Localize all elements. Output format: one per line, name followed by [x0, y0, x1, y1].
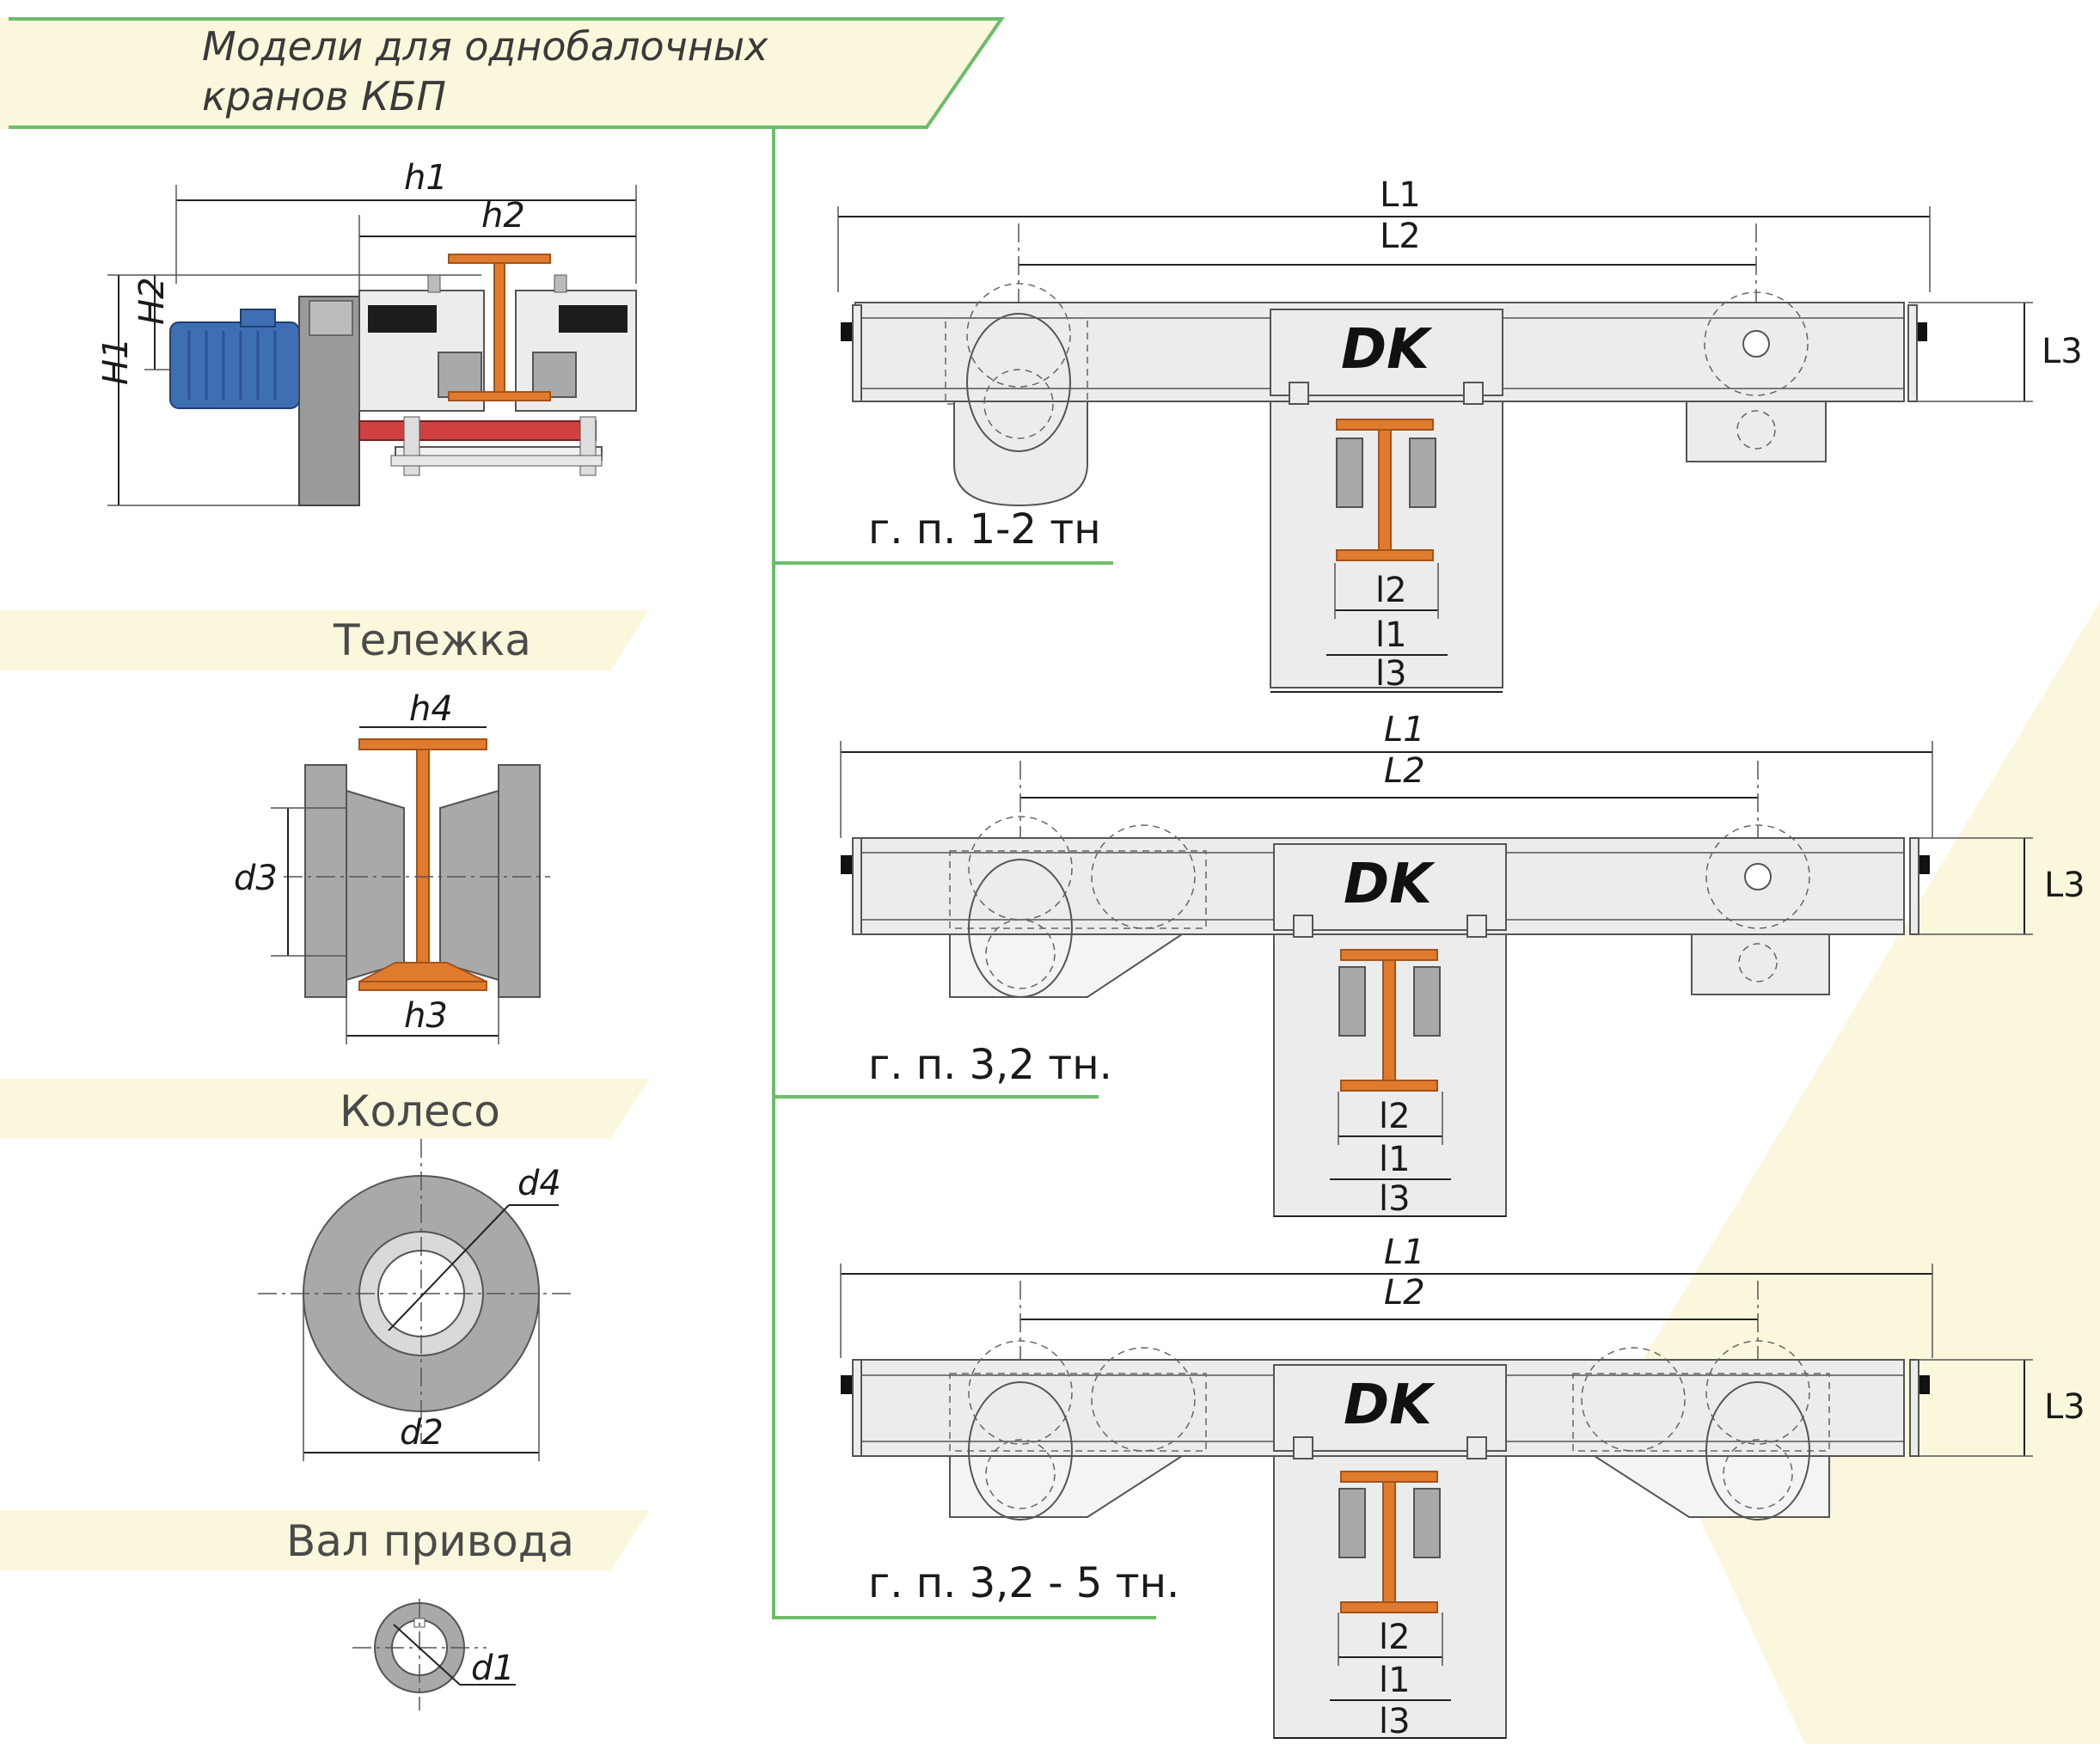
section-title-shaft: Вал привода — [286, 1516, 574, 1566]
wheel-front-view: d4 d2 — [258, 1139, 576, 1461]
v3-dim-l1: l1 — [1379, 1661, 1411, 1700]
dim-label-d4: d4 — [517, 1164, 561, 1203]
v2-logo: DK — [1344, 853, 1436, 916]
v1-dim-L1: L1 — [1380, 175, 1421, 215]
trolley-side-view: h1 h2 H1 H2 — [96, 158, 637, 506]
v2-dim-l3: l3 — [1379, 1179, 1411, 1219]
v2-dim-L3: L3 — [2044, 866, 2085, 905]
v3-dim-L1: L1 — [1384, 1233, 1425, 1272]
v3-dim-l2: l2 — [1379, 1618, 1411, 1657]
v2-dim-l1: l1 — [1379, 1140, 1411, 1179]
v3-caption: г. п. 3,2 - 5 тн. — [868, 1559, 1179, 1607]
end-carriage-variant-2: L1 L2 DK L3 — [840, 710, 2085, 1219]
section-title-trolley: Тележка — [333, 615, 531, 665]
section-band-shaft — [0, 1510, 649, 1570]
end-carriage-variant-1: L1 L2 DK L3 — [837, 175, 2083, 694]
end-carriage-variant-3: L1 L2 DK L3 — [840, 1233, 2085, 1741]
header-title-line1: Модели для однобалочных — [202, 23, 768, 70]
dim-label-h4: h4 — [409, 689, 453, 729]
v2-dim-L2: L2 — [1384, 751, 1425, 791]
section-title-wheel: Колесо — [340, 1086, 500, 1136]
v1-dim-L2: L2 — [1380, 217, 1421, 256]
dim-label-h2: h2 — [481, 196, 525, 236]
background-band — [1633, 602, 2100, 1744]
section-band-trolley — [0, 610, 649, 670]
v1-dim-l1: l1 — [1375, 615, 1407, 655]
v1-dim-l2: l2 — [1375, 571, 1407, 610]
v3-dim-L2: L2 — [1384, 1273, 1425, 1313]
dim-label-h3: h3 — [404, 996, 448, 1036]
v2-dim-L1: L1 — [1384, 710, 1425, 750]
dim-label-d2: d2 — [400, 1413, 444, 1453]
dim-label-d1: d1 — [471, 1649, 515, 1688]
dim-label-h1: h1 — [404, 158, 448, 198]
v1-dim-l3: l3 — [1375, 654, 1407, 694]
v3-dim-l3: l3 — [1379, 1702, 1411, 1741]
v3-logo: DK — [1344, 1374, 1436, 1437]
v3-dim-L3: L3 — [2044, 1387, 2085, 1427]
v1-caption: г. п. 1-2 тн — [868, 505, 1101, 554]
shaft-section: d1 — [352, 1599, 516, 1710]
header-title-line2: кранов КБП — [202, 73, 446, 119]
v1-dim-L3: L3 — [2042, 332, 2083, 371]
section-band-wheel — [0, 1079, 649, 1139]
dim-label-H1: H1 — [96, 337, 136, 385]
trolley-cross-section: h4 h3 d3 — [234, 689, 550, 1044]
green-bracket — [772, 125, 1156, 1619]
v2-dim-l2: l2 — [1379, 1097, 1411, 1136]
v1-logo: DK — [1341, 318, 1433, 382]
v2-caption: г. п. 3,2 тн. — [868, 1041, 1112, 1089]
dim-label-d3: d3 — [234, 859, 278, 898]
dim-label-H2: H2 — [132, 277, 172, 325]
